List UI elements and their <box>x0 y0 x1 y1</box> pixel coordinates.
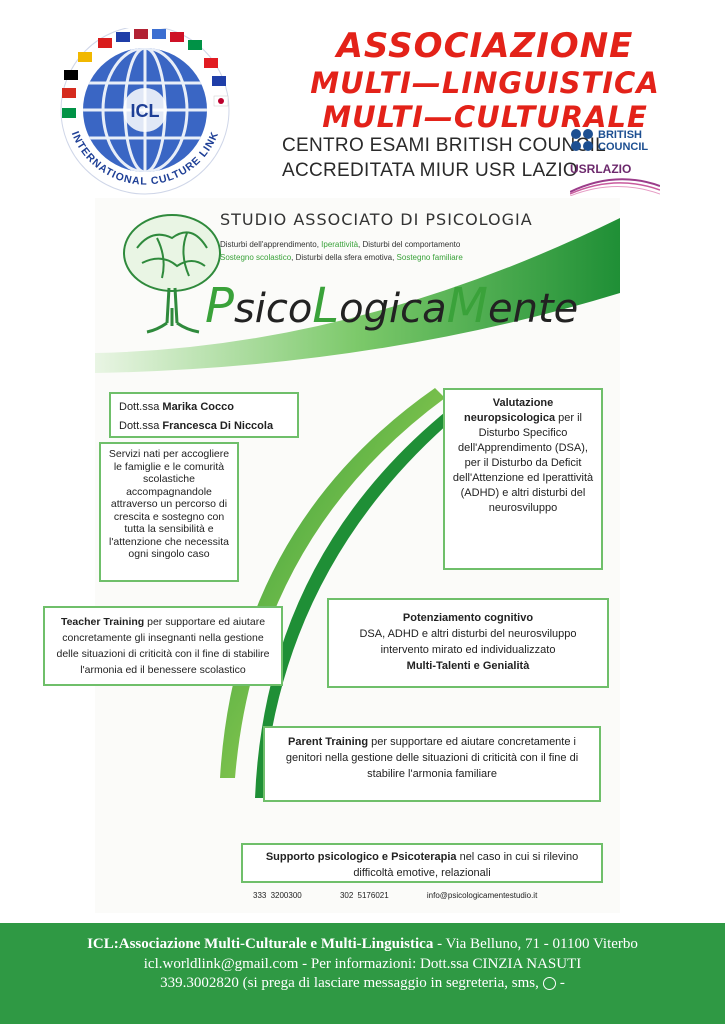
phone-2[interactable]: 302 5176021 <box>339 891 389 900</box>
green-swoosh-decoration <box>95 218 620 798</box>
usr-lazio-logo: USRLAZIO <box>569 162 661 197</box>
footer-line1: ICL:Associazione Multi-Culturale e Multi… <box>87 936 638 952</box>
flag-ring <box>62 29 229 118</box>
subtitle-line2: Sostegno scolastico, Disturbi della sfer… <box>220 253 463 262</box>
bc-line1: BRITISH <box>598 129 642 141</box>
icl-logo: ICL INTERNATIONAL CULTURE LINK <box>60 28 230 195</box>
doctor-names-box: Dott.ssa Marika Cocco Dott.ssa Francesca… <box>109 392 299 438</box>
footer-line3: 339.3002820 (si prega di lasciare messag… <box>160 975 565 991</box>
footer-line2: icl.worldlink@gmail.com - Per informazio… <box>143 956 582 972</box>
potenziamento-box: Potenziamento cognitivo DSA, ADHD e altr… <box>327 598 609 688</box>
phone-1[interactable]: 333 3200300 <box>253 891 302 900</box>
email-link[interactable]: info@psicologicamentestudio.it <box>426 891 538 900</box>
title-line3: MULTI—CULTURALE <box>322 100 648 134</box>
doctor-name-1: Dott.ssa Marika Cocco <box>119 401 234 413</box>
doctor-name-2: Dott.ssa Francesca Di Niccola <box>119 420 274 432</box>
studio-title: STUDIO ASSOCIATO DI PSICOLOGIA <box>220 210 533 229</box>
supporto-box: Supporto psicologico e Psicoterapia nel … <box>241 843 603 883</box>
contacts-row: 333 3200300 302 5176021 info@psicologica… <box>253 891 537 900</box>
flyer: STUDIO ASSOCIATO DI PSICOLOGIA Disturbi … <box>43 198 620 913</box>
servizi-box: Servizi nati per accogliere le famiglie … <box>99 442 239 582</box>
teacher-training-box: Teacher Training per supportare ed aiuta… <box>43 606 283 686</box>
accreditata-text: ACCREDITATA MIUR USR LAZIO <box>282 160 578 181</box>
logo-center-text: ICL <box>131 101 160 121</box>
centro-esami-text: CENTRO ESAMI BRITISH COUNCIL <box>282 135 607 156</box>
valutazione-box: Valutazione neuropsicologica per il Dist… <box>443 388 603 570</box>
whatsapp-icon <box>542 977 556 991</box>
tree-brain-icon <box>123 214 221 334</box>
subtitle-line1: Disturbi dell'apprendimento, Iperattivit… <box>220 240 461 249</box>
parent-training-box: Parent Training per supportare ed aiutar… <box>263 726 601 802</box>
usr-lazio-text: USRLAZIO <box>570 162 632 176</box>
title-line1: ASSOCIAZIONE <box>336 26 634 66</box>
title-line2: MULTI—LINGUISTICA <box>310 66 660 100</box>
footer: ICL:Associazione Multi-Culturale e Multi… <box>0 923 725 1024</box>
british-council-dots-icon <box>571 129 593 151</box>
brand-logotype: PsicoLogicaMente <box>205 278 579 334</box>
bc-line2: COUNCIL <box>598 141 649 153</box>
